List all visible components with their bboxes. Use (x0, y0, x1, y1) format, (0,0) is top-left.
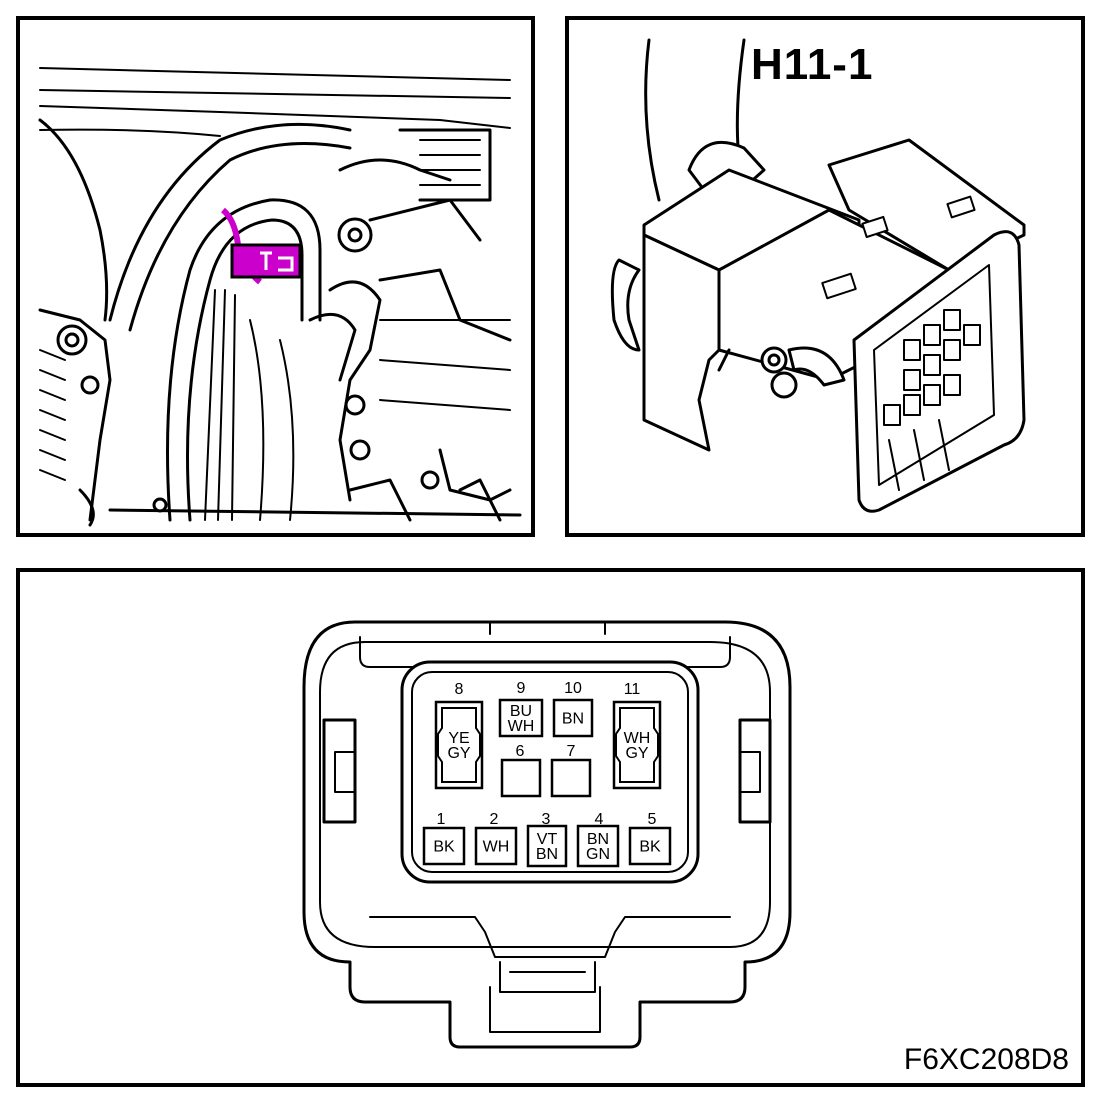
pin-number-label: 8 (455, 681, 464, 698)
wire-color-label: WH (508, 718, 535, 735)
wire-color-label: GY (625, 745, 648, 762)
pin-5: 5BK (628, 811, 672, 866)
connector-id-label: H11-1 (751, 40, 874, 89)
pin-number-label: 4 (595, 811, 604, 828)
wire-color-label: BU (510, 703, 532, 720)
wire-color-label: GN (586, 846, 610, 863)
wire-color-label: YE (448, 730, 469, 747)
pin-6: 6 (500, 743, 542, 798)
connector-view-panel: H11-1 (565, 16, 1085, 537)
location-view-panel (16, 16, 535, 537)
wire-color-label: BK (433, 839, 455, 856)
wire-color-label: BN (587, 831, 609, 848)
figure-code: F6XC208D8 (903, 1043, 1069, 1076)
pin-number-label: 2 (490, 811, 499, 828)
pin-2: 2WH (474, 811, 518, 866)
wire-color-label: WH (483, 839, 510, 856)
pin-7: 7 (550, 743, 592, 798)
pin-number-label: 11 (624, 681, 641, 698)
wire-color-label: BN (536, 846, 558, 863)
pin-number-label: 3 (542, 811, 551, 828)
pin-number-label: 10 (564, 680, 582, 697)
wire-color-label: GY (447, 745, 470, 762)
pin-number-label: 5 (648, 811, 657, 828)
wire-color-label: BN (562, 711, 584, 728)
connector-illustration (610, 38, 1026, 513)
wire-color-label: WH (624, 730, 651, 747)
wire-color-label: VT (537, 831, 558, 848)
wire-color-label: BK (639, 839, 661, 856)
pin-number-label: 6 (516, 743, 525, 760)
pin-number-label: 9 (517, 680, 526, 697)
pin-1: 1BK (422, 811, 466, 866)
pin-number-label: 1 (437, 811, 446, 828)
pin-number-label: 7 (567, 743, 576, 760)
engine-bay-illustration (38, 67, 522, 527)
